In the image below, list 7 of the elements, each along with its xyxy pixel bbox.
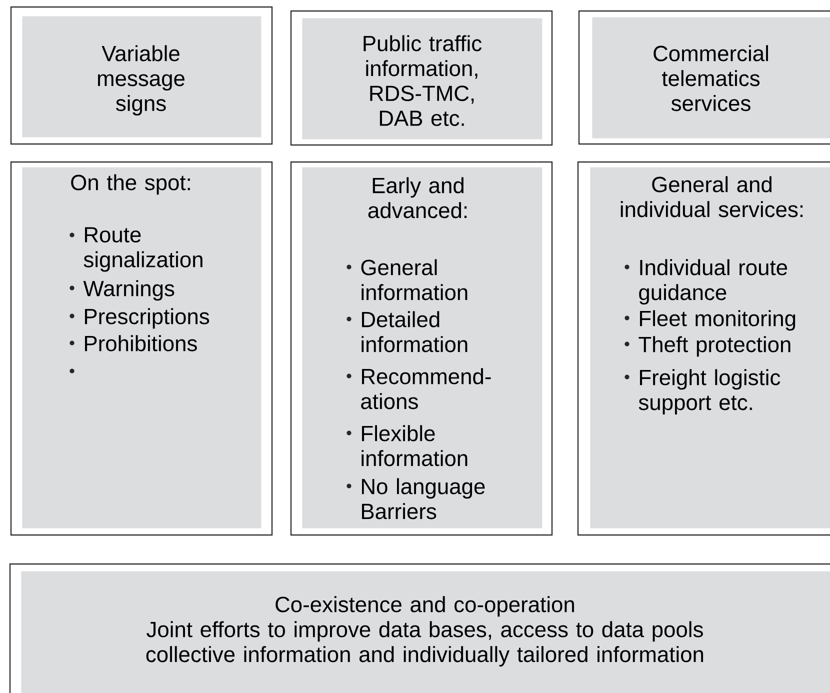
info-panel: Public traffic information, RDS-TMC, DAB etc. [290,10,553,146]
info-panel: General and individual services: Individual route guidance Fleet monitoring Theft protection Freight logistic support etc. [577,161,830,536]
info-panel: Co-existence and co-operation Joint efforts to improve data bases, access to data pools collective information and individually tailored information [9,563,830,693]
info-panel: On the spot: Route signalization Warnings Prescriptions Prohibitions [10,161,273,536]
info-panel: Commercial telematics services [578,10,830,145]
info-panel: Early and advanced: General information Detailed information Recommend-ations Flexible information No language Barriers [290,161,553,536]
info-panel: Variable message signs [10,6,273,145]
